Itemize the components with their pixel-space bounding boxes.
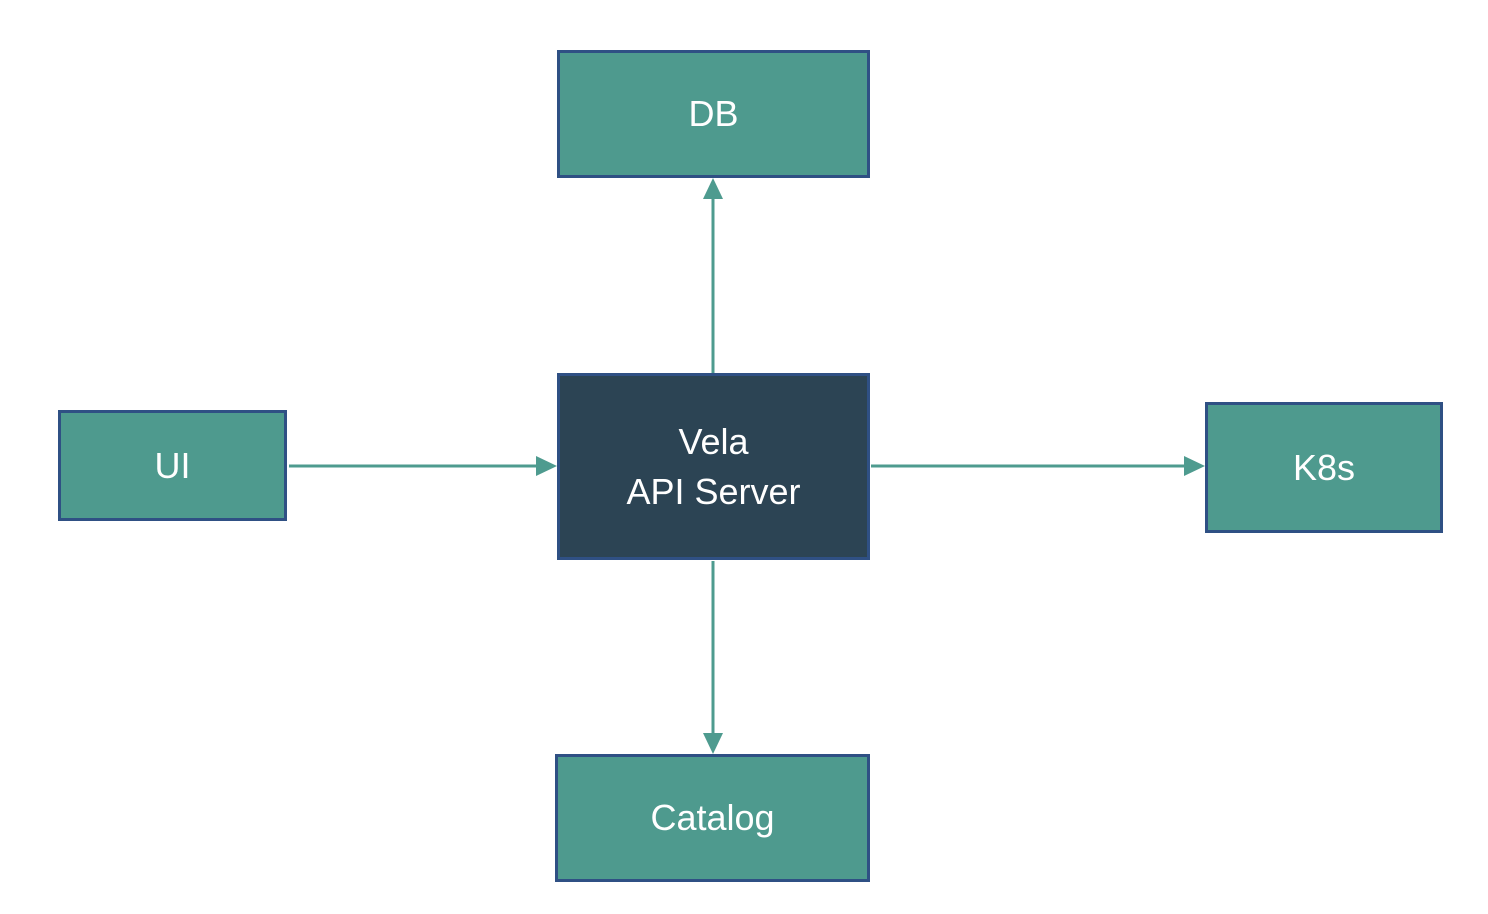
arrowhead-right-icon xyxy=(1184,456,1205,476)
node-catalog[interactable]: Catalog xyxy=(555,754,870,882)
arrowhead-right-icon xyxy=(536,456,557,476)
node-ui[interactable]: UI xyxy=(58,410,287,521)
node-catalog-label: Catalog xyxy=(650,797,775,838)
edge-api-to-catalog xyxy=(703,561,723,754)
node-vela-api-server-label-line2: API Server xyxy=(626,470,801,512)
node-vela-api-server-label-line1: Vela xyxy=(678,420,749,462)
node-db-label: DB xyxy=(688,93,739,134)
node-ui-label: UI xyxy=(154,444,191,486)
node-k8s-label: K8s xyxy=(1292,446,1356,488)
node-db[interactable]: DB xyxy=(557,50,870,178)
arrowhead-down-icon xyxy=(703,733,723,754)
edge-api-to-db xyxy=(703,178,723,373)
edge-api-to-k8s xyxy=(871,456,1205,476)
node-vela-api-server[interactable]: Vela API Server xyxy=(557,373,870,560)
edge-ui-to-api xyxy=(289,456,557,476)
arrowhead-up-icon xyxy=(703,178,723,199)
node-k8s[interactable]: K8s xyxy=(1205,402,1443,533)
node-vela-api-server-label: Vela API Server xyxy=(626,417,800,517)
